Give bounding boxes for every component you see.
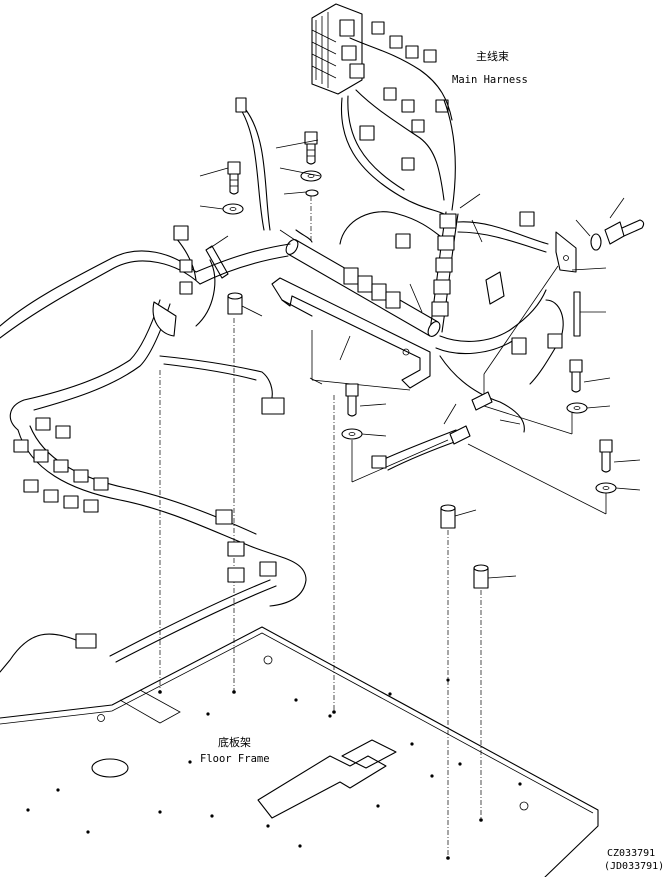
bolt-4 (569, 359, 583, 393)
harness-right-branch (371, 271, 564, 471)
floor-frame (0, 626, 599, 877)
harness-lower-left (0, 299, 307, 673)
main-harness-label-en: Main Harness (452, 74, 528, 86)
floor-frame-label-en: Floor Frame (200, 753, 270, 765)
clamp-plate (555, 231, 577, 273)
harness-vertical-bundle (429, 211, 549, 333)
bolt-3 (604, 219, 645, 245)
main-harness-connector-block (311, 3, 456, 215)
washer-6 (341, 428, 363, 440)
collar-1 (227, 292, 243, 315)
bolt-6 (599, 439, 613, 473)
harness-center-tube (285, 211, 441, 337)
collar-2 (440, 504, 456, 529)
bolt-5 (345, 383, 359, 417)
washer-2 (305, 189, 319, 197)
washer-5 (566, 402, 588, 414)
harness-left-loop (0, 97, 313, 339)
washer-3 (222, 203, 244, 215)
assembly-guide-lines (158, 196, 607, 860)
harness-bracket (271, 277, 431, 389)
washer-7 (595, 482, 617, 494)
bolt-1 (304, 131, 318, 165)
pin (573, 291, 581, 337)
drawing-code: CZ033791 (607, 848, 656, 859)
drawing-code-secondary: (JD033791) (604, 861, 665, 872)
floor-holes (26, 678, 522, 848)
washer-4 (590, 233, 602, 251)
collar-3 (473, 564, 489, 589)
bolt-2 (227, 161, 241, 195)
main-harness-label-cn: 主线束 (476, 50, 509, 63)
floor-frame-label-cn: 底板架 (218, 736, 251, 749)
leader-lines (199, 139, 641, 579)
